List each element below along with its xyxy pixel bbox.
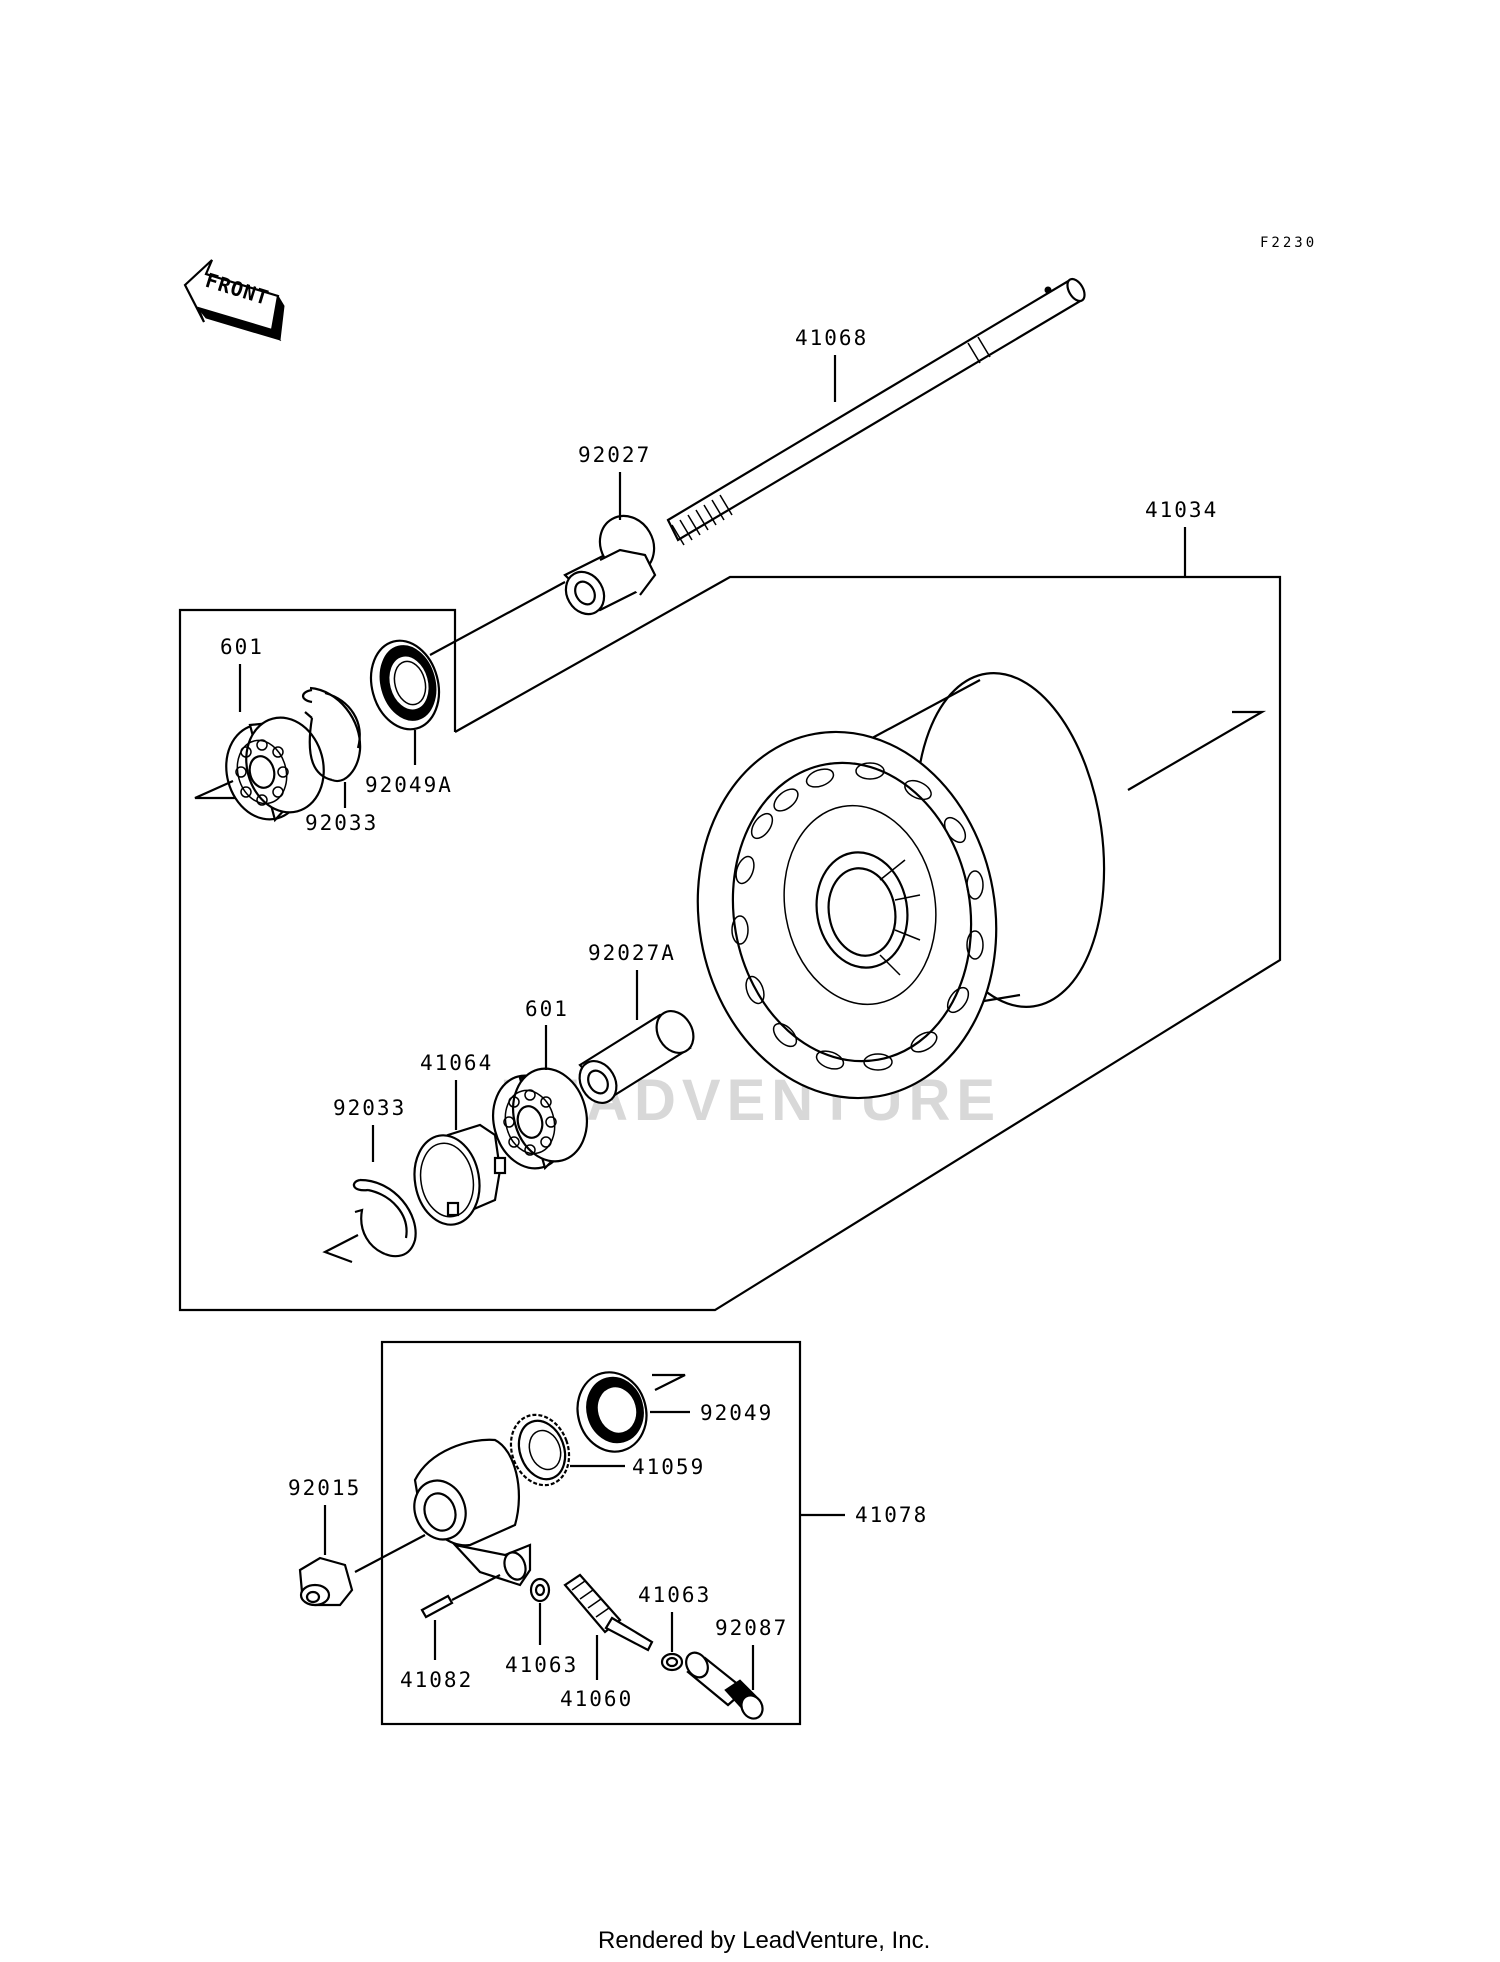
speedometer-gear-frame	[380, 1340, 802, 1726]
axle-41068	[666, 277, 1086, 546]
pinion-41060	[563, 1573, 654, 1652]
label-92049A: 92049A	[365, 773, 453, 797]
label-92015: 92015	[288, 1476, 361, 1500]
label-41082: 41082	[400, 1668, 473, 1692]
label-92033-mid: 92033	[333, 1096, 406, 1120]
washer-41063-right	[660, 1652, 684, 1672]
footer-credit: Rendered by LeadVenture, Inc.	[598, 1927, 930, 1954]
label-41064: 41064	[420, 1051, 493, 1075]
pin-41082	[420, 1594, 454, 1619]
spacer-92027A	[578, 1010, 695, 1104]
circlip-92033-mid	[352, 1178, 417, 1258]
label-41059: 41059	[632, 1455, 705, 1479]
seal-92049A	[369, 639, 441, 731]
retainer-41064	[413, 1123, 507, 1226]
label-41034: 41034	[1145, 498, 1218, 522]
nut-92015	[298, 1556, 354, 1607]
label-41063-right: 41063	[638, 1583, 711, 1607]
label-41060: 41060	[560, 1687, 633, 1711]
seal-92049	[576, 1371, 648, 1453]
washer-41063-left	[529, 1577, 551, 1603]
bushing-92087	[685, 1651, 764, 1720]
label-92087: 92087	[715, 1616, 788, 1640]
label-41078: 41078	[855, 1503, 928, 1527]
gear-housing	[413, 1438, 532, 1587]
label-92049: 92049	[700, 1401, 773, 1425]
label-92027A: 92027A	[588, 941, 676, 965]
label-92027: 92027	[578, 443, 651, 467]
figure-code: F2230	[1260, 235, 1317, 251]
label-41068: 41068	[795, 326, 868, 350]
label-601-mid: 601	[525, 997, 569, 1021]
gear-41059	[509, 1413, 571, 1487]
label-92033-top: 92033	[305, 811, 378, 835]
hub-assembly-frame	[178, 575, 1282, 1312]
bearing-601-mid	[492, 1067, 588, 1171]
circlip-92033-top	[301, 686, 362, 783]
spacer-92027	[563, 514, 657, 616]
label-601-top: 601	[220, 635, 264, 659]
label-41063-left: 41063	[505, 1653, 578, 1677]
front-arrow-icon: FRONT	[183, 259, 285, 342]
bearing-601-top	[225, 716, 325, 823]
wheel-hub	[696, 672, 1106, 1100]
